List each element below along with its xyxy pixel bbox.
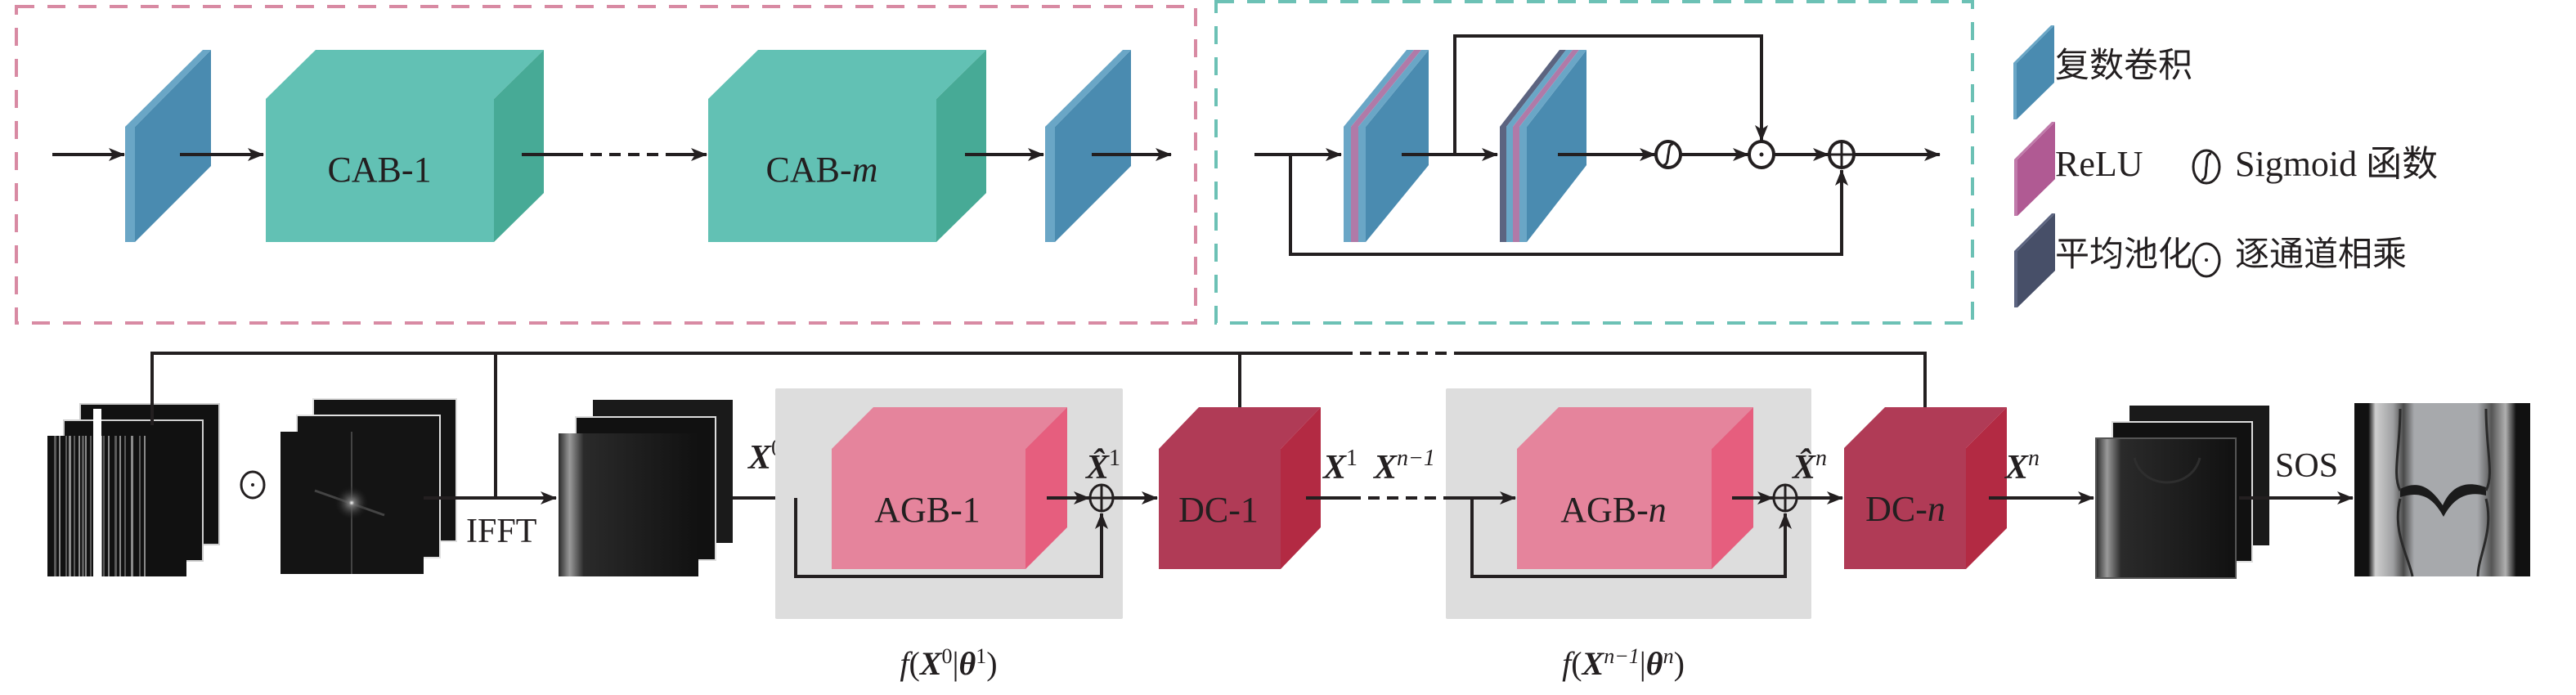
legend-multiply-icon xyxy=(2192,242,2221,278)
conv-plate-1 xyxy=(125,50,211,242)
xhat1-label: X̂1 xyxy=(1084,446,1120,486)
svg-text:DC-1: DC-1 xyxy=(1178,490,1259,530)
add-icon xyxy=(1828,140,1856,169)
legend-label-pool: 平均池化 xyxy=(2055,234,2192,274)
cab-1-index: 1 xyxy=(414,150,432,190)
mask-stripe xyxy=(79,436,80,576)
sigmoid-icon xyxy=(1654,140,1682,169)
svg-text:CAB-1: CAB-1 xyxy=(327,150,431,190)
conv-plate-2 xyxy=(1045,50,1131,242)
dc-1-block: DC-1 xyxy=(1159,407,1321,569)
mask-stripe xyxy=(90,436,92,576)
svg-text:AGB-n: AGB-n xyxy=(1560,490,1667,530)
zero-filled-image-stack xyxy=(559,400,733,576)
reconstructed-coil-stack xyxy=(2095,406,2269,579)
sos-label: SOS xyxy=(2275,447,2338,485)
legend-sigmoid-icon xyxy=(2192,149,2221,185)
mask-stripe xyxy=(65,436,67,576)
legend-label-conv: 复数卷积 xyxy=(2055,45,2192,85)
agb-n-label: AGB- xyxy=(1560,490,1649,530)
mask-stripe xyxy=(144,436,146,576)
svg-text:DC-n: DC-n xyxy=(1865,489,1945,529)
encoder-panel-dashed-border xyxy=(15,5,1197,325)
mask-stripe xyxy=(131,436,133,576)
x1-label: X1 xyxy=(1322,446,1358,486)
mask-stripe xyxy=(82,436,84,576)
svg-text:CAB-m: CAB-m xyxy=(766,150,878,190)
legend-swatch-pool xyxy=(2014,213,2055,307)
mask-lines xyxy=(54,409,146,576)
dc-n-block: DC-n xyxy=(1844,407,2007,569)
mask-center-line xyxy=(93,409,101,576)
mask-stripe xyxy=(119,436,121,576)
agb-1-block: AGB-1 xyxy=(832,407,1067,569)
agb-1-label: AGB- xyxy=(874,490,963,530)
add-icon-1 xyxy=(1088,483,1115,513)
legend: 复数卷积 ReLU 平均池化 Sigmoid 函数 逐通道相乘 xyxy=(2013,25,2438,307)
legend-label-relu: ReLU xyxy=(2055,144,2143,184)
svg-text:AGB-1: AGB-1 xyxy=(874,490,981,530)
mask-stripe xyxy=(54,436,56,576)
dc-n-label: DC- xyxy=(1865,489,1928,529)
mask-stripe xyxy=(124,436,126,576)
agbn-residual-path xyxy=(1470,498,1792,578)
xn1-label: Xn−1 xyxy=(1372,446,1435,486)
fn-label: f(Xn−1|θn) xyxy=(1562,644,1685,682)
skip-path-top xyxy=(1453,34,1768,155)
final-knee-image xyxy=(2354,403,2530,577)
mask-stripe xyxy=(139,436,141,576)
layered-plate-conv-relu-conv xyxy=(1344,50,1429,242)
mask-stripe xyxy=(114,436,117,576)
mask-stripe xyxy=(108,436,110,576)
xhatn-label: X̂n xyxy=(1791,446,1827,486)
undersampling-mask-stack xyxy=(47,403,220,576)
layered-plate-pool-conv-relu-conv xyxy=(1500,50,1586,242)
elementwise-multiply-icon xyxy=(240,470,266,500)
f1-label: f(X0|θ1) xyxy=(900,644,997,682)
kspace-stack xyxy=(280,398,457,574)
legend-label-sigmoid: Sigmoid 函数 xyxy=(2235,144,2438,184)
add-icon-n xyxy=(1772,483,1798,513)
cab-m-label: CAB- xyxy=(766,150,852,190)
attention-panel-dashed-border xyxy=(1214,0,1974,325)
channel-multiply-icon xyxy=(1748,140,1775,169)
cab-1-block: CAB-1 xyxy=(266,50,544,242)
cab-m-index: m xyxy=(852,150,878,190)
agb-n-block: AGB-n xyxy=(1517,407,1753,569)
cab-1-label: CAB- xyxy=(327,150,413,190)
mask-stripe xyxy=(74,436,75,576)
legend-swatch-relu xyxy=(2014,122,2055,216)
ifft-label: IFFT xyxy=(466,513,536,550)
data-bus-right xyxy=(1456,352,1932,424)
residual-path xyxy=(1289,155,1848,256)
dc-1-label: DC- xyxy=(1178,490,1241,530)
mask-stripe xyxy=(103,436,105,576)
legend-label-multiply: 逐通道相乘 xyxy=(2235,234,2407,274)
agb1-residual-path xyxy=(794,498,1108,578)
xn-label: Xn xyxy=(2004,446,2040,486)
cab-m-block: CAB-m xyxy=(708,50,986,242)
mask-stripe xyxy=(69,436,71,576)
mask-stripe xyxy=(59,436,61,576)
mask-stripe xyxy=(85,436,87,576)
legend-swatch-conv xyxy=(2013,25,2054,119)
